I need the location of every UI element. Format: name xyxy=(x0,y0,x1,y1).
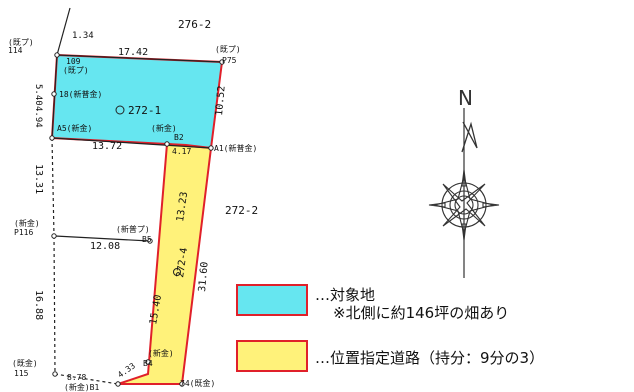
survey-points xyxy=(49,52,225,387)
dim-4-17: 4.17 xyxy=(172,147,191,156)
dim-31-60: 31.60 xyxy=(197,261,211,292)
dashed-boundary xyxy=(51,137,119,385)
label-p115: 115 xyxy=(14,369,29,378)
point-b1 xyxy=(115,381,121,387)
label-p114: 114 xyxy=(8,46,23,55)
point-b4 xyxy=(145,359,151,365)
parcel-276-2: 276-2 xyxy=(178,18,211,31)
parcel-272-1: 272-1 xyxy=(128,104,161,117)
label-p116-type: (新金) xyxy=(14,218,40,228)
dim-4-94: 4.94 xyxy=(33,106,43,128)
label-p109-type: (既プ) xyxy=(63,66,89,75)
point-115 xyxy=(52,371,58,377)
point-109 xyxy=(54,52,60,58)
point-a5 xyxy=(49,135,55,141)
dim-5-40: 5.40 xyxy=(33,84,43,106)
dim-8-78: 8.78 xyxy=(67,373,86,382)
point-a1 xyxy=(208,145,214,151)
point-74 xyxy=(179,381,185,387)
label-b1: (新金)B1 xyxy=(64,382,99,392)
north-arrow-icon xyxy=(461,121,478,153)
label-b5-type: (新普プ) xyxy=(116,224,150,234)
dim-13-23: 13.23 xyxy=(175,191,190,222)
target-legend-swatch xyxy=(236,284,308,316)
road-parcel xyxy=(117,142,213,385)
label-b2-type: (新金) xyxy=(151,123,177,133)
dim-1-34: 1.34 xyxy=(72,31,94,41)
dim-10-52: 10.52 xyxy=(214,85,228,116)
compass: N xyxy=(428,86,500,278)
parcel-272-4: 272-4 xyxy=(175,247,190,278)
label-b2: B2 xyxy=(174,133,184,142)
target-legend-label: …対象地 xyxy=(315,286,376,304)
north-letter: N xyxy=(458,86,473,110)
label-a5: A5(新金) xyxy=(57,123,92,133)
label-p114-type: (既プ) xyxy=(8,38,34,47)
dim-16-88: 16.88 xyxy=(33,290,44,320)
label-p75: P75 xyxy=(222,56,237,65)
target-legend-note: ※北側に約146坪の畑あり xyxy=(333,304,510,322)
point-b5 xyxy=(147,238,153,244)
label-b5: B5 xyxy=(142,235,152,244)
label-p116: P116 xyxy=(14,228,33,237)
label-p18: 18(新普金) xyxy=(59,89,102,99)
dim-15-40: 15.40 xyxy=(148,294,164,326)
label-p75-type: (既プ) xyxy=(215,45,241,54)
road-legend-swatch xyxy=(236,340,308,372)
parcel-272-2: 272-2 xyxy=(225,204,258,217)
label-b4-type: (新金) xyxy=(148,348,174,358)
label-p74: 74(既金) xyxy=(180,378,215,388)
label-p115-type: (既金) xyxy=(12,358,38,368)
road-marker xyxy=(173,268,181,276)
dim-17-42: 17.42 xyxy=(118,47,148,58)
road-legend-label: …位置指定道路（持分：9分の3） xyxy=(315,349,545,367)
point-p75 xyxy=(219,59,225,65)
label-p109: 109 xyxy=(66,57,81,66)
dim-13-72: 13.72 xyxy=(92,141,122,152)
dim-12-08: 12.08 xyxy=(90,241,120,252)
point-b2 xyxy=(164,141,170,147)
dim-13-31: 13.31 xyxy=(33,164,44,194)
compass-rose-icon xyxy=(428,169,500,241)
point-p116 xyxy=(51,233,57,239)
label-b4: B4 xyxy=(143,359,153,368)
label-a1: A1(新普金) xyxy=(214,143,257,153)
dim-4-33: 4.33 xyxy=(116,361,137,380)
point-18 xyxy=(51,91,57,97)
target-marker xyxy=(115,105,125,115)
